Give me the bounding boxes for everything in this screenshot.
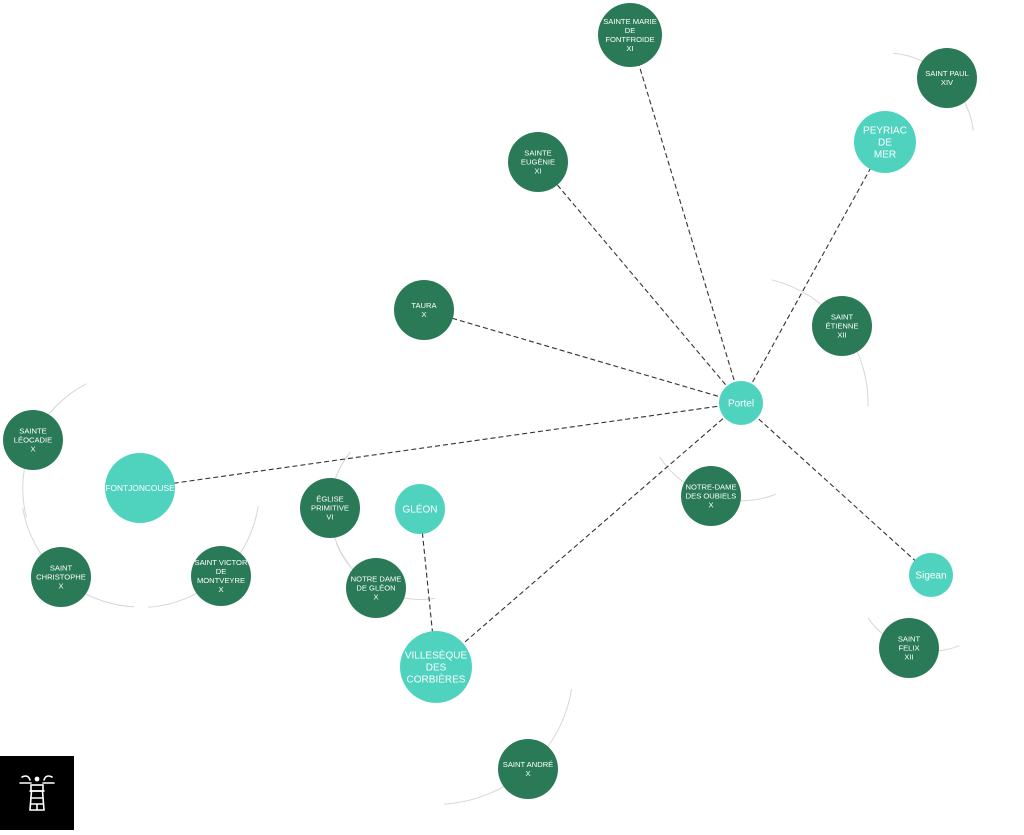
- dashed-links: [139, 34, 932, 668]
- node-circle-notre-dame-oubiels[interactable]: [681, 466, 741, 526]
- node-portel[interactable]: Portel: [719, 381, 763, 425]
- node-circle-saint-victor[interactable]: [191, 546, 251, 606]
- link-portel-sainte-eugenie: [537, 161, 742, 404]
- node-circle-portel[interactable]: [719, 381, 763, 425]
- link-portel-sigean: [740, 402, 932, 576]
- node-circle-sainte-leocadie[interactable]: [3, 410, 63, 470]
- node-circle-saint-felix[interactable]: [879, 618, 939, 678]
- node-circle-saint-etienne[interactable]: [812, 296, 872, 356]
- site-logo-button[interactable]: [0, 756, 74, 830]
- node-circle-saint-paul[interactable]: [917, 48, 977, 108]
- node-circle-villeseque[interactable]: [400, 631, 472, 703]
- node-gleon[interactable]: GLÉON: [395, 484, 445, 534]
- node-circle-taura[interactable]: [394, 280, 454, 340]
- link-portel-fontjoncouse: [139, 402, 742, 489]
- node-circle-notre-dame-gleon[interactable]: [346, 558, 406, 618]
- node-circle-sigean[interactable]: [909, 553, 953, 597]
- lighthouse-emblem-icon: [19, 775, 55, 811]
- link-portel-villeseque: [435, 402, 742, 668]
- node-circle-saint-andre[interactable]: [498, 739, 558, 799]
- node-fontjoncouse[interactable]: FONTJONCOUSE: [105, 453, 175, 523]
- link-portel-sainte-marie: [629, 34, 742, 404]
- link-portel-peyriac: [740, 141, 886, 404]
- node-circle-saint-christophe[interactable]: [31, 547, 91, 607]
- node-circle-fontjoncouse[interactable]: [105, 453, 175, 523]
- node-circle-sainte-eugenie[interactable]: [508, 132, 568, 192]
- node-circle-sainte-marie[interactable]: [598, 3, 662, 67]
- link-portel-taura: [423, 309, 742, 404]
- node-circle-gleon[interactable]: [395, 484, 445, 534]
- node-circle-eglise-primitive[interactable]: [300, 478, 360, 538]
- node-circle-peyriac[interactable]: [854, 111, 916, 173]
- orbit-arcs: [22, 52, 974, 805]
- node-sigean[interactable]: Sigean: [909, 553, 953, 597]
